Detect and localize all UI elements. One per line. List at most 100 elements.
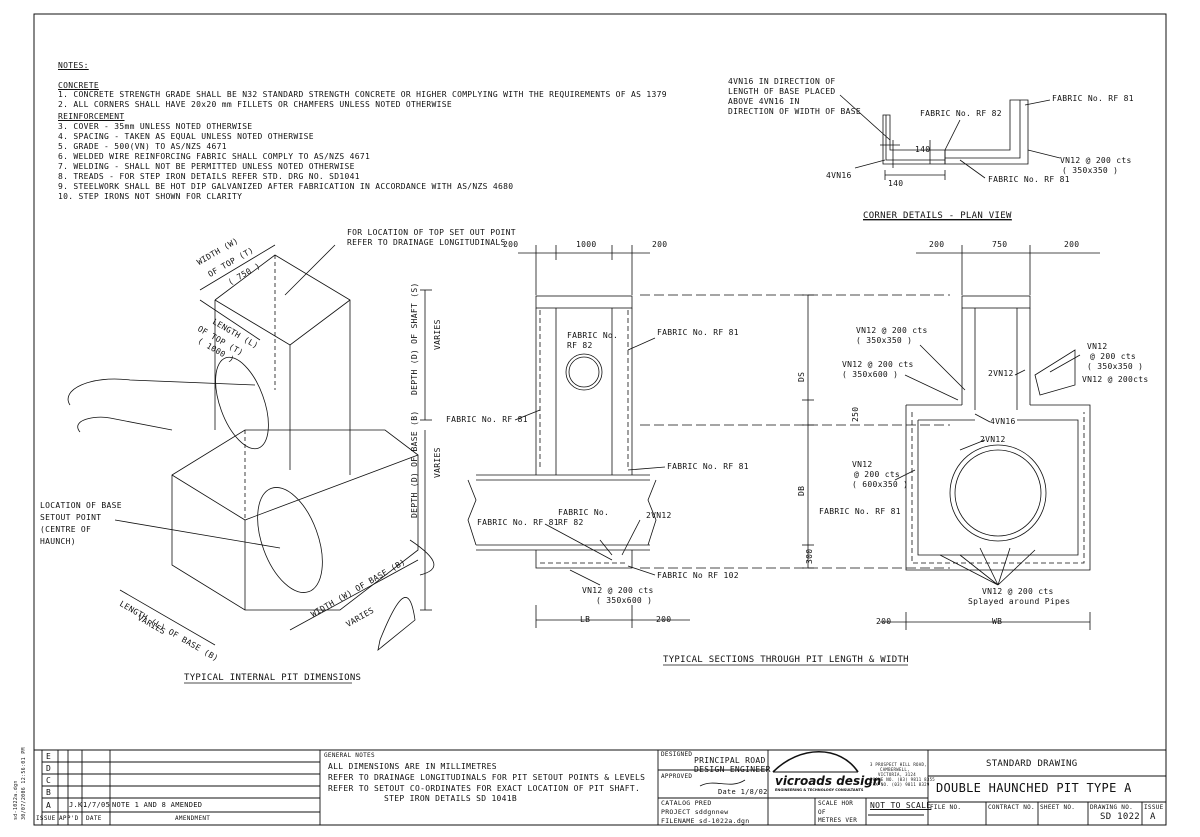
corner-dim-140a: 140 [915, 145, 931, 154]
catalog: CATALOG PRED [661, 799, 712, 807]
title-block-lines [34, 749, 1166, 825]
sec-r-200a: 200 [929, 240, 945, 249]
filename: FILENAME sd-1022a.dgn [661, 817, 750, 825]
corner-detail-drawing [839, 94, 1061, 180]
general-4: STEP IRON DETAILS SD 1041B [384, 794, 518, 803]
sec-l-rf102: FABRIC No RF 102 [657, 571, 739, 580]
col-appd: APP'D [59, 815, 79, 822]
drawing-title: DOUBLE HAUNCHED PIT TYPE A [936, 781, 1132, 795]
general-1: ALL DIMENSIONS ARE IN MILLIMETRES [328, 762, 497, 771]
issue-label: ISSUE [1144, 804, 1164, 811]
notes-heading: NOTES: [58, 61, 89, 70]
iso-setout-1: LOCATION OF BASE [40, 501, 122, 510]
sec-r-vn12r-4: VN12 @ 200cts [1082, 375, 1149, 384]
address-2: CAMBERWELL, [880, 767, 910, 772]
sec-l-1000: 1000 [576, 240, 597, 249]
corner-note-2: LENGTH OF BASE PLACED [728, 87, 836, 96]
note-9: 9. STEELWORK SHALL BE HOT DIP GALVANIZED… [58, 182, 514, 191]
sec-r-vn600-3: ( 600x350 ) [852, 480, 909, 489]
sec-l-rf81-top: FABRIC No. RF 81 [657, 328, 739, 337]
issue-value: A [1150, 812, 1156, 822]
iso-shaft-2: VARIES [433, 319, 442, 350]
sec-l-rf82-b1: FABRIC No. [558, 508, 610, 517]
sec-r-vn12r-3: ( 350x350 ) [1087, 362, 1144, 371]
project: PROJECT sddgnnew [661, 808, 729, 816]
approved-date: Date 1/8/02 [718, 788, 768, 796]
note-1: 1. CONCRETE STRENGTH GRADE SHALL BE N32 … [58, 90, 667, 99]
corner-dim-140b: 140 [888, 179, 904, 188]
sec-l-rf81-left: FABRIC No. RF 81 [446, 415, 528, 424]
note-4: 4. SPACING - TAKEN AS EQUAL UNLESS NOTED… [58, 132, 314, 141]
sec-r-200b: 200 [1064, 240, 1080, 249]
sec-l-rf82-2: RF 82 [567, 341, 593, 350]
note-6: 6. WELDED WIRE REINFORCING FABRIC SHALL … [58, 152, 371, 161]
corner-note-4: DIRECTION OF WIDTH OF BASE [728, 107, 862, 116]
col-date: DATE [86, 815, 102, 822]
col-issue: ISSUE [36, 815, 56, 822]
sec-r-750: 750 [992, 240, 1008, 249]
corner-rf81-a: FABRIC No. RF 81 [1052, 94, 1134, 103]
rev-a-amend: NOTE 1 AND 8 AMENDED [112, 801, 203, 809]
iso-setout-3: (CENTRE OF [40, 525, 92, 534]
address-1: 3 PROSPECT HILL ROAD, [870, 762, 927, 767]
rev-a-by: J.K. [69, 801, 88, 809]
dim-300: 300 [805, 548, 814, 564]
iso-setout-4: HAUNCH) [40, 537, 76, 546]
sec-r-vn12r-1: VN12 [1087, 342, 1108, 351]
drawing-no-label: DRAWING NO. [1090, 804, 1134, 811]
dim-ds: DS [797, 371, 806, 382]
corner-note-1: 4VN16 IN DIRECTION OF [728, 77, 836, 86]
address-3: VICTORIA, 3124 [878, 772, 916, 777]
sec-r-vn600-2: @ 200 cts [854, 470, 901, 479]
drawing-no: SD 1022 [1100, 812, 1141, 822]
corner-vn16: 4VN16 [826, 171, 852, 180]
designer-2: DESIGN ENGINEER [694, 765, 771, 774]
sec-l-vn12-2: ( 350x600 ) [596, 596, 653, 605]
rev-e: E [46, 752, 52, 761]
dim-250: 250 [851, 406, 860, 422]
note-2: 2. ALL CORNERS SHALL HAVE 20x20 mm FILLE… [58, 100, 452, 109]
sec-r-wb: WB [992, 617, 1003, 626]
sheet-no-label: SHEET NO. [1040, 804, 1076, 811]
corner-rf82: FABRIC No. RF 82 [920, 109, 1002, 118]
sec-l-lb: LB [580, 615, 591, 624]
section-dimensions [640, 294, 950, 569]
iso-base-2: VARIES [433, 447, 442, 478]
sections-title: TYPICAL SECTIONS THROUGH PIT LENGTH & WI… [663, 655, 909, 665]
iso-shaft-1: DEPTH (D) OF SHAFT (S) [410, 282, 419, 395]
address-5: FAX NO. (03) 9811 8329 [870, 782, 930, 787]
general-2: REFER TO DRAINAGE LONGITUDINALS FOR PIT … [328, 773, 646, 782]
note-10: 10. STEP IRONS NOT SHOWN FOR CLARITY [58, 192, 243, 201]
sec-r-200c: 200 [876, 617, 892, 626]
scale-1: SCALE HOR [818, 800, 854, 807]
general-heading: GENERAL NOTES [324, 752, 375, 759]
rev-c: C [46, 776, 52, 785]
sec-l-rf81-mid: FABRIC No. RF 81 [667, 462, 749, 471]
sec-r-splay-1: VN12 @ 200 cts [982, 587, 1054, 596]
reinforcement-heading: REINFORCEMENT [58, 112, 125, 121]
not-to-scale: NOT TO SCALE [870, 801, 932, 810]
iso-setout-2: SETOUT POINT [40, 513, 102, 522]
sec-r-2vn12b: 2VN12 [980, 435, 1006, 444]
rev-d: D [46, 764, 52, 773]
side-date: 30/07/2006 12:56:01 PM [21, 747, 27, 820]
sec-l-vn12-1: VN12 @ 200 cts [582, 586, 654, 595]
corner-title: CORNER DETAILS - PLAN VIEW [863, 211, 1012, 221]
sec-l-rf82-b2: RF 82 [558, 518, 584, 527]
iso-topset-2: REFER TO DRAINAGE LONGITUDINALS [347, 238, 506, 247]
iso-title: TYPICAL INTERNAL PIT DIMENSIONS [184, 673, 362, 683]
vicroads-logo: vicroads design [775, 774, 882, 788]
sec-l-200a: 200 [503, 240, 519, 249]
note-5: 5. GRADE - 500(VN) TO AS/NZS 4671 [58, 142, 227, 151]
iso-base-1: DEPTH (D) OF BASE (B) [410, 410, 419, 518]
sec-l-200c: 200 [656, 615, 672, 624]
isometric-pit-drawing [67, 244, 435, 652]
sec-r-vn600a-2: ( 350x600 ) [842, 370, 899, 379]
scale-3: METRES VER [818, 817, 858, 824]
rev-a-date: 1/7/05 [83, 801, 111, 809]
sec-r-vn12r-2: @ 200 cts [1090, 352, 1137, 361]
general-3: REFER TO SETOUT CO-ORDINATES FOR EXACT L… [328, 784, 641, 793]
sec-l-rf82-1: FABRIC No. [567, 331, 619, 340]
sec-r-2vn12a: 2VN12 [988, 369, 1014, 378]
